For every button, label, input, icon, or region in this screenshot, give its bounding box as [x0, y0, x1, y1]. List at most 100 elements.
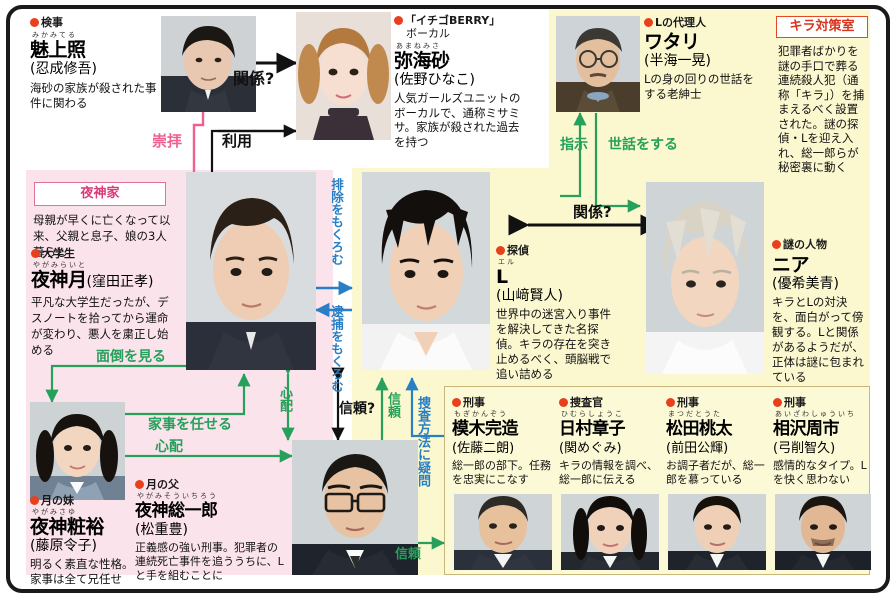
mikami-description: 海砂の家族が殺された事件に関わる	[30, 81, 157, 110]
mikami-role-label: 検事	[30, 16, 200, 29]
soichiro-furigana: やがみそういちろう	[137, 492, 218, 500]
kira-task-force-note: 犯罪者ばかりを謎の手口で葬る連続殺人犯（通称「キラ」）を捕まえるべく設置された。…	[778, 44, 865, 174]
light-role-label: 大学生	[31, 247, 181, 260]
character-card-himura: 捜査官 ひむらしょうこ 日村章子 (関めぐみ) キラの情報を調べ、総一郎に伝える	[559, 396, 667, 492]
misa-description: 人気ガールズユニットのボーカルで、通称ミサミサ。家族が殺された過去を持つ	[394, 91, 521, 149]
himura-name: 日村章子	[559, 419, 626, 439]
aizawa-furigana: あいざわしゅういち	[775, 410, 856, 418]
bullet-dot-icon	[773, 398, 782, 407]
sayu-actor: (藤原令子)	[30, 538, 97, 554]
himura-role-label: 捜査官	[559, 396, 667, 409]
matsuda-name: 松田桃太	[666, 419, 733, 439]
character-card-matsuda: 刑事 まつだとうた 松田桃太 (前田公輝) お調子者だが、総一郎を慕っている	[666, 396, 774, 492]
relation-label-trust-l: 信頼	[385, 392, 400, 418]
aizawa-description: 感情的なタイプ。Lを快く思わない	[773, 459, 867, 486]
watari-role-label: Lの代理人	[644, 16, 778, 29]
aizawa-actor: (弓削智久)	[773, 441, 836, 456]
soichiro-role-label: 月の父	[135, 478, 291, 491]
relation-label-worship: 崇拝	[152, 132, 183, 150]
sayu-role-label: 月の妹	[30, 494, 150, 507]
character-card-watari: Lの代理人 ワタリ (半海一晃) Lの身の回りの世話をする老紳士	[644, 16, 778, 121]
light-furigana: やがみらいと	[33, 261, 87, 269]
matsuda-photo	[668, 494, 766, 570]
relation-label-doubt-method: 捜査方法に疑問	[415, 396, 430, 487]
l-role-label: 探偵	[496, 244, 632, 257]
relation-label-look-after: 面倒を見る	[96, 349, 166, 365]
aizawa-photo	[775, 494, 871, 570]
character-card-mogi: 刑事 もぎかんぞう 模木完造 (佐藤二朗) 総一郎の部下。任務を忠実にこなす	[452, 396, 560, 492]
l-actor: (山﨑賢人)	[496, 288, 563, 304]
yagami-family-title: 夜神家	[34, 182, 166, 206]
mikami-actor: (忍成修吾)	[30, 61, 97, 77]
sayu-name: 夜神粧裕	[30, 516, 105, 538]
matsuda-furigana: まつだとうた	[668, 410, 722, 418]
mikami-furigana: みかみてる	[32, 31, 77, 39]
sayu-furigana: やがみさゆ	[32, 508, 77, 516]
misa-role-label-2: ボーカル	[406, 27, 450, 40]
bullet-dot-icon	[30, 18, 39, 27]
near-name: ニア	[772, 254, 810, 276]
relation-label-care: 世話をする	[608, 137, 678, 153]
misa-name: 弥海砂	[394, 50, 450, 72]
mikami-photo	[161, 16, 256, 112]
matsuda-description: お調子者だが、総一郎を慕っている	[666, 459, 765, 486]
near-role-label: 謎の人物	[772, 238, 872, 251]
light-photo	[186, 172, 316, 370]
himura-furigana: ひむらしょうこ	[561, 410, 624, 418]
relation-label-chores: 家事を任せる	[148, 417, 232, 433]
character-card-l: 探偵 エル L (山﨑賢人) 世界中の迷宮入り事件を解決してきた名探偵。キラの存…	[496, 244, 632, 381]
aizawa-name: 相沢周市	[773, 419, 840, 439]
watari-description: Lの身の回りの世話をする老紳士	[644, 72, 754, 101]
character-card-sayu: 月の妹 やがみさゆ 夜神粧裕 (藤原令子) 明るく素直な性格。家事は全て兄任せ	[30, 494, 150, 594]
sayu-photo	[30, 402, 125, 500]
misa-role-label: 「イチゴBERRY」	[394, 14, 544, 27]
relation-label-worry-light: 心配	[277, 386, 292, 412]
soichiro-name: 夜神総一郎	[135, 501, 218, 521]
mogi-name: 模木完造	[452, 419, 519, 439]
bullet-dot-icon	[394, 16, 403, 25]
bullet-dot-icon	[772, 240, 781, 249]
mogi-furigana: もぎかんぞう	[454, 410, 508, 418]
relation-label-trust-team: 信頼	[395, 547, 422, 562]
light-actor: (窪田正孝)	[86, 274, 154, 290]
watari-name: ワタリ	[644, 31, 700, 53]
relation-label-instruct: 指示	[560, 137, 588, 153]
soichiro-photo	[292, 440, 418, 575]
near-photo	[646, 182, 764, 374]
l-furigana: エル	[498, 258, 516, 266]
l-description: 世界中の迷宮入り事件を解決してきた名探偵。キラの存在を突き止めるべく、頭脳戦で追…	[496, 307, 611, 381]
bullet-dot-icon	[135, 480, 144, 489]
character-card-near: 謎の人物 ニア (優希美青) キラとLの対決を、面白がって傍観する。Lと関係があ…	[772, 238, 872, 384]
bullet-dot-icon	[496, 246, 505, 255]
mikami-name: 魅上照	[30, 39, 86, 61]
bullet-dot-icon	[559, 398, 568, 407]
misa-actor: (佐野ひなこ)	[394, 72, 475, 88]
character-card-misa: 「イチゴBERRY」 ボーカル あまねみさ 弥海砂 (佐野ひなこ) 人気ガールズ…	[394, 14, 544, 154]
himura-photo	[561, 494, 659, 570]
bullet-dot-icon	[31, 249, 40, 258]
relation-label-trust-question: 信頼?	[339, 401, 376, 417]
l-photo	[362, 172, 490, 370]
character-card-soichiro: 月の父 やがみそういちろう 夜神総一郎 (松重豊) 正義感の強い刑事。犯罪者の連…	[135, 478, 291, 590]
relation-label-worry-sayu: 心配	[155, 439, 183, 455]
bullet-dot-icon	[452, 398, 461, 407]
mogi-description: 総一郎の部下。任務を忠実にこなす	[452, 459, 551, 486]
near-description: キラとLの対決を、面白がって傍観する。Lと関係があるようだが、正体は謎に包まれて…	[772, 295, 864, 384]
light-description: 平凡な大学生だったが、デスノートを拾ってから運命が変わり、悪人を粛正し始める	[31, 295, 169, 357]
light-name: 夜神月	[31, 269, 87, 291]
himura-description: キラの情報を調べ、総一郎に伝える	[559, 459, 658, 486]
soichiro-actor: (松重豊)	[135, 522, 188, 538]
character-card-mikami: 検事 みかみてる 魅上照 (忍成修吾) 海砂の家族が殺された事件に関わる	[30, 16, 200, 121]
character-card-aizawa: 刑事 あいざわしゅういち 相沢周市 (弓削智久) 感情的なタイプ。Lを快く思わな…	[773, 396, 877, 492]
aizawa-role-label: 刑事	[773, 396, 877, 409]
soichiro-description: 正義感の強い刑事。犯罪者の連続死亡事件を追ううちに、Lと手を組むことに	[135, 541, 284, 582]
sayu-description: 明るく素直な性格。家事は全て兄任せ	[30, 557, 134, 586]
misa-photo	[296, 12, 391, 140]
relation-label-l-near: 関係?	[573, 203, 612, 221]
bullet-dot-icon	[30, 496, 39, 505]
relation-label-use: 利用	[222, 132, 253, 150]
himura-actor: (関めぐみ)	[559, 441, 622, 456]
character-card-light: 大学生 やがみらいと 夜神月 (窪田正孝) 平凡な大学生だったが、デスノートを拾…	[31, 247, 181, 357]
relation-label-arrest: 逮捕をもくろむ	[329, 305, 344, 393]
